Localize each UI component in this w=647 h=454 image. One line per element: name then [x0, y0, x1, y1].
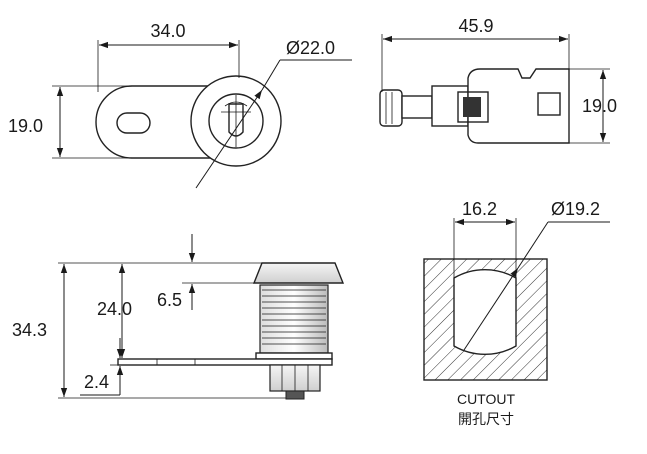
dim-diameter-topleft: Ø22.0	[195, 38, 352, 189]
dim-label-cutout-diameter: Ø19.2	[551, 199, 600, 219]
dim-height-topleft: 19.0	[8, 85, 132, 159]
dim-label-diameter: Ø22.0	[286, 38, 335, 58]
dim-total-side: 34.3	[12, 262, 286, 399]
dim-head-side: 6.5	[157, 234, 254, 310]
bottom-left-view: 34.3 24.0 6.5 2.4	[12, 234, 345, 400]
dim-height-topright: 19.0	[569, 68, 617, 144]
dim-label-head: 6.5	[157, 290, 182, 310]
cutout-panel	[423, 258, 548, 381]
nut-side	[269, 364, 321, 400]
bottom-right-view: 16.2 Ø19.2 CUTOUT 開孔尺寸	[423, 199, 610, 428]
dim-width-topleft: 34.0	[97, 21, 240, 92]
dim-diameter-cutout: Ø19.2	[463, 199, 610, 351]
dim-label-body: 24.0	[97, 299, 132, 319]
dim-body-side: 24.0	[97, 264, 132, 358]
lock-body-side	[252, 262, 345, 360]
dim-label-key-width: 45.9	[458, 16, 493, 36]
top-left-view: 34.0 19.0 Ø22.0	[8, 21, 352, 189]
cutout-label: CUTOUT	[457, 391, 516, 407]
dim-label-height: 19.0	[8, 116, 43, 136]
top-right-view: 45.9 19.0	[379, 16, 617, 144]
dim-label-cutout-width: 16.2	[462, 199, 497, 219]
cutout-label-chinese: 開孔尺寸	[458, 412, 514, 428]
dim-plate-side: 2.4	[80, 338, 124, 396]
dim-label-width: 34.0	[150, 21, 185, 41]
cam-slot	[116, 112, 151, 134]
dim-width-topright: 45.9	[381, 16, 570, 92]
dim-label-key-height: 19.0	[582, 96, 617, 116]
key	[379, 68, 570, 144]
lock-face	[190, 75, 282, 167]
dim-label-total: 34.3	[12, 320, 47, 340]
dim-label-plate: 2.4	[84, 372, 109, 392]
cam-plate-side	[117, 358, 333, 366]
